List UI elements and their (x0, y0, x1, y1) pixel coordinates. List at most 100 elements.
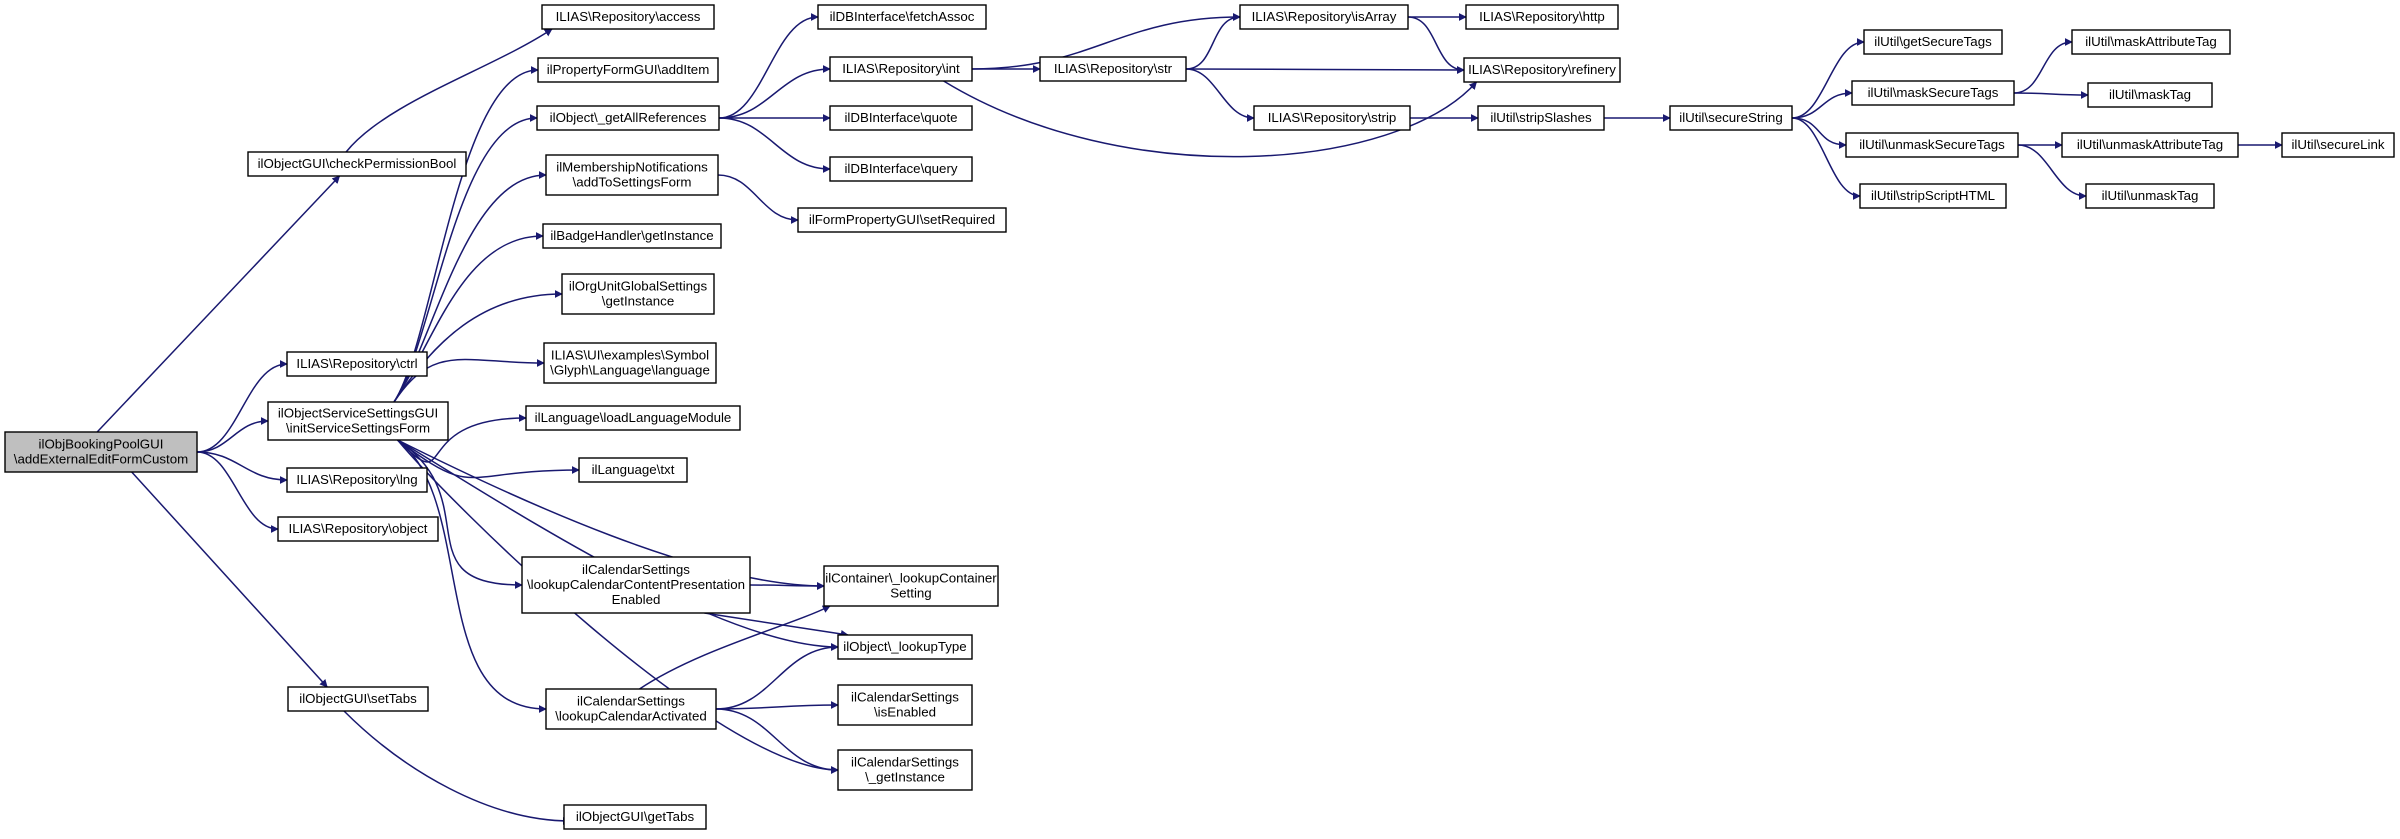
node-http[interactable]: ILIAS\Repository\http (1465, 4, 1619, 30)
node-query[interactable]: ilDBInterface\query (829, 156, 973, 182)
node-box (797, 207, 1007, 233)
node-ctrl[interactable]: ILIAS\Repository\ctrl (286, 351, 428, 377)
edge-unmask-secure-tags-to-unmask-tag (2017, 144, 2087, 200)
node-label: ilFormPropertyGUI\setRequired (809, 212, 995, 227)
node-str[interactable]: ILIAS\Repository\str (1039, 56, 1187, 82)
node-int[interactable]: ILIAS\Repository\int (829, 56, 973, 82)
node-label: ilUtil\secureString (1679, 110, 1782, 125)
nodes-layer: ilObjBookingPoolGUI\addExternalEditFormC… (4, 4, 2395, 830)
node-cal-content[interactable]: ilCalendarSettings\lookupCalendarContent… (521, 556, 751, 614)
node-label: ilObjectGUI\checkPermissionBool (258, 156, 457, 171)
node-box (4, 431, 198, 473)
node-box (287, 686, 429, 712)
node-unmask-attr-tag[interactable]: ilUtil\unmaskAttributeTag (2061, 132, 2239, 158)
edge-root-to-check-perm (96, 175, 341, 433)
node-org-unit[interactable]: ilOrgUnitGlobalSettings\getInstance (561, 273, 715, 315)
edge-root-to-object (196, 451, 279, 533)
node-mask-tag[interactable]: ilUtil\maskTag (2087, 82, 2213, 108)
node-lng[interactable]: ILIAS\Repository\lng (286, 467, 428, 493)
edge-get-all-refs-to-fetch-assoc (718, 13, 819, 119)
node-box (2281, 132, 2395, 158)
node-label: ilUtil\maskSecureTags (1868, 85, 1999, 100)
edge-init-service-to-load-lang (397, 414, 527, 463)
node-label: ilOrgUnitGlobalSettings (569, 279, 708, 294)
node-cal-activated[interactable]: ilCalendarSettings\lookupCalendarActivat… (545, 688, 717, 730)
node-box (561, 273, 715, 315)
edge-secure-string-to-mask-secure-tags (1791, 89, 1853, 119)
node-label: ILIAS\Repository\strip (1268, 110, 1397, 125)
node-get-secure-tags[interactable]: ilUtil\getSecureTags (1863, 29, 2003, 55)
node-check-perm[interactable]: ilObjectGUI\checkPermissionBool (247, 151, 467, 177)
node-is-enabled[interactable]: ilCalendarSettings\isEnabled (837, 684, 973, 726)
node-ui-lang[interactable]: ILIAS\UI\examples\Symbol\Glyph\Language\… (543, 342, 717, 384)
node-label: \getInstance (602, 294, 674, 309)
node-unmask-tag[interactable]: ilUtil\unmaskTag (2085, 183, 2215, 209)
node-label: ILIAS\Repository\object (289, 521, 428, 536)
node-get-tabs[interactable]: ilObjectGUI\getTabs (563, 804, 707, 830)
node-label: ilLanguage\loadLanguageModule (535, 410, 732, 425)
node-set-tabs[interactable]: ilObjectGUI\setTabs (287, 686, 429, 712)
node-unmask-secure-tags[interactable]: ilUtil\unmaskSecureTags (1845, 132, 2019, 158)
node-label: ilDBInterface\fetchAssoc (830, 9, 975, 24)
edge-str-to-refinery (1185, 65, 1465, 74)
edge-is-array-to-refinery (1407, 16, 1465, 74)
edge-cal-activated-to-is-enabled (715, 701, 839, 710)
node-label: \addExternalEditFormCustom (14, 452, 188, 467)
node-mask-attr-tag[interactable]: ilUtil\maskAttributeTag (2071, 29, 2231, 55)
node-txt[interactable]: ilLanguage\txt (578, 457, 688, 483)
node-label: ILIAS\Repository\isArray (1252, 9, 1397, 24)
node-add-item[interactable]: ilPropertyFormGUI\addItem (537, 57, 719, 83)
node-quote[interactable]: ilDBInterface\quote (829, 105, 973, 131)
node-box (1239, 4, 1409, 30)
node-lookup-type[interactable]: ilObject\_lookupType (837, 634, 973, 660)
node-strip-slashes[interactable]: ilUtil\stripSlashes (1477, 105, 1605, 131)
node-object[interactable]: ILIAS\Repository\object (277, 516, 439, 542)
node-cal-instance[interactable]: ilCalendarSettings\_getInstance (837, 749, 973, 791)
node-refinery[interactable]: ILIAS\Repository\refinery (1463, 57, 1621, 83)
node-box (1477, 105, 1605, 131)
node-label: ILIAS\Repository\http (1479, 9, 1605, 24)
edge-get-all-refs-to-query (718, 117, 831, 173)
node-fetch-assoc[interactable]: ilDBInterface\fetchAssoc (817, 4, 987, 30)
node-box (823, 565, 999, 607)
node-box (829, 105, 973, 131)
edge-get-all-refs-to-int (718, 65, 831, 119)
node-is-array[interactable]: ILIAS\Repository\isArray (1239, 4, 1409, 30)
node-box (1669, 105, 1793, 131)
node-label: ilDBInterface\query (844, 161, 957, 176)
node-init-service[interactable]: ilObjectServiceSettingsGUI\initServiceSe… (267, 401, 449, 441)
node-label: ilObjectGUI\getTabs (576, 809, 695, 824)
node-label: ilObjectServiceSettingsGUI (278, 406, 438, 421)
edge-secure-string-to-get-secure-tags (1791, 38, 1865, 119)
node-box (837, 634, 973, 660)
edge-root-to-lng (196, 451, 288, 484)
node-mask-secure-tags[interactable]: ilUtil\maskSecureTags (1851, 80, 2015, 106)
node-load-lang[interactable]: ilLanguage\loadLanguageModule (525, 405, 741, 431)
node-set-required[interactable]: ilFormPropertyGUI\setRequired (797, 207, 1007, 233)
node-label: ilBadgeHandler\getInstance (550, 228, 713, 243)
node-label: ilPropertyFormGUI\addItem (547, 62, 710, 77)
node-strip[interactable]: ILIAS\Repository\strip (1253, 105, 1411, 131)
node-box (286, 467, 428, 493)
edge-root-to-ctrl (196, 360, 288, 453)
node-access[interactable]: ILIAS\Repository\access (541, 4, 715, 30)
node-label: ilUtil\unmaskAttributeTag (2077, 137, 2223, 152)
node-membership[interactable]: ilMembershipNotifications\addToSettingsF… (545, 154, 719, 196)
node-box (277, 516, 439, 542)
node-box (545, 688, 717, 730)
node-secure-string[interactable]: ilUtil\secureString (1669, 105, 1793, 131)
node-get-all-refs[interactable]: ilObject\_getAllReferences (536, 105, 720, 131)
node-box (247, 151, 467, 177)
node-label: ILIAS\Repository\refinery (1468, 62, 1616, 77)
node-secure-link[interactable]: ilUtil\secureLink (2281, 132, 2395, 158)
node-strip-script[interactable]: ilUtil\stripScriptHTML (1859, 183, 2007, 209)
node-label: ilUtil\stripSlashes (1490, 110, 1592, 125)
node-label: ilDBInterface\quote (844, 110, 957, 125)
node-label: ilUtil\unmaskTag (2102, 188, 2199, 203)
node-badge[interactable]: ilBadgeHandler\getInstance (542, 223, 722, 249)
node-label: ilLanguage\txt (592, 462, 675, 477)
node-label: ilContainer\_lookupContainer (825, 571, 997, 586)
node-label: Enabled (612, 592, 661, 607)
node-root[interactable]: ilObjBookingPoolGUI\addExternalEditFormC… (4, 431, 198, 473)
